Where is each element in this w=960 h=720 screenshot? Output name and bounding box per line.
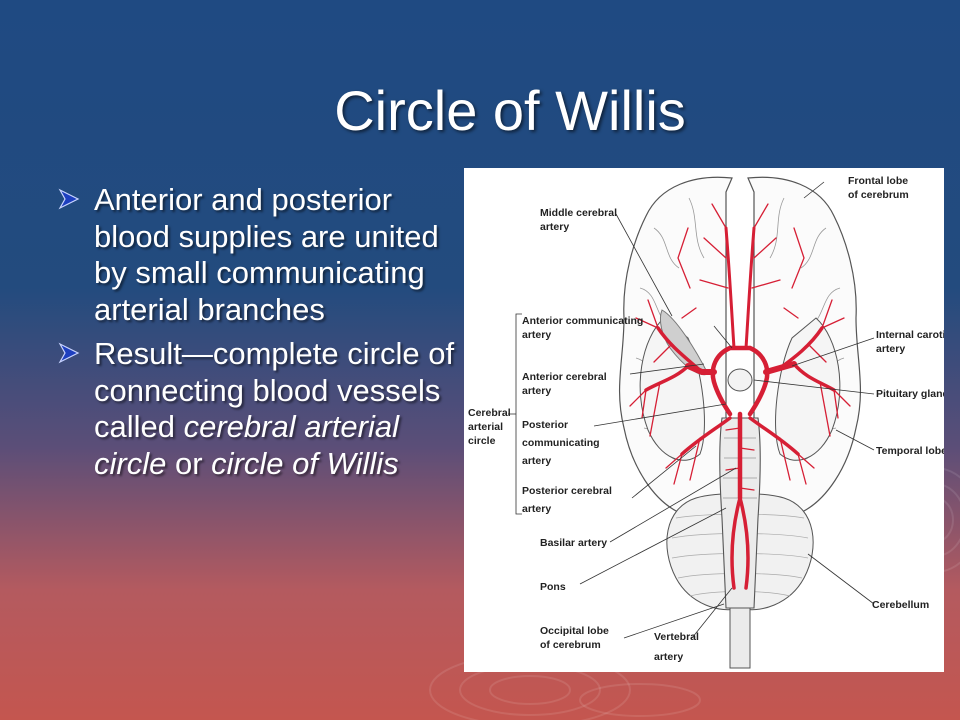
- label-anterior-communicating-2: artery: [522, 329, 551, 341]
- label-pons: Pons: [540, 581, 566, 593]
- brainstem-pons: [719, 417, 761, 609]
- bullet-text-connector: or: [166, 445, 212, 481]
- label-cerebral-arterial-circle-1: Cerebral: [468, 407, 511, 419]
- label-posterior-cerebral-1: Posterior cerebral: [522, 485, 612, 497]
- label-posterior-communicating-2: communicating: [522, 437, 600, 449]
- bullet-item: Anterior and posterior blood supplies ar…: [58, 182, 458, 328]
- left-middle-cerebral: [644, 326, 704, 392]
- label-middle-cerebral-2: artery: [540, 221, 569, 233]
- anterior-cerebral-arteries: [724, 226, 756, 350]
- bullet-text: Result—complete circle of connecting blo…: [94, 336, 458, 482]
- vertebral-arteries: [730, 496, 750, 590]
- arrowhead-bullet-icon: [58, 342, 80, 364]
- label-cerebellum: Cerebellum: [872, 599, 929, 611]
- label-temporal-lobe: Temporal lobe: [876, 445, 944, 457]
- slide-title: Circle of Willis: [334, 79, 686, 142]
- label-middle-cerebral-1: Middle cerebral: [540, 207, 617, 219]
- bullet-list: Anterior and posterior blood supplies ar…: [58, 182, 458, 490]
- label-frontal-lobe-2: of cerebrum: [848, 189, 909, 201]
- label-anterior-cerebral-2: artery: [522, 385, 551, 397]
- pituitary-gland: [727, 368, 753, 392]
- label-anterior-communicating-1: Anterior communicating: [522, 315, 643, 327]
- label-occipital-lobe-2: of cerebrum: [540, 639, 601, 651]
- spinal-cord: [729, 607, 751, 669]
- bullet-term-circle-of-willis: circle of Willis: [211, 445, 399, 481]
- bullet-term-cerebral-arterial-circle: cerebral arterial circle: [94, 409, 399, 481]
- posterior-cerebral-arteries: [680, 416, 800, 456]
- brain-diagram: Frontal lobe of cerebrum Middle cerebral…: [464, 168, 944, 672]
- bullet-text: Anterior and posterior blood supplies ar…: [94, 182, 439, 327]
- arrowhead-bullet-icon: [58, 188, 80, 210]
- brain-illustration: Frontal lobe of cerebrum Middle cerebral…: [468, 175, 944, 669]
- label-vertebral-artery-2: artery: [654, 651, 683, 663]
- label-vertebral-artery-1: Vertebral: [654, 631, 699, 643]
- label-posterior-communicating-3: artery: [522, 455, 551, 467]
- label-occipital-lobe-1: Occipital lobe: [540, 625, 609, 637]
- right-middle-cerebral: [778, 326, 836, 392]
- label-pituitary-gland: Pituitary gland: [876, 388, 944, 400]
- label-posterior-cerebral-2: artery: [522, 503, 551, 515]
- label-frontal-lobe-1: Frontal lobe: [848, 175, 908, 187]
- label-cerebral-arterial-circle-2: arterial: [468, 421, 503, 433]
- label-basilar-artery: Basilar artery: [540, 537, 607, 549]
- bullet-item: Result—complete circle of connecting blo…: [58, 336, 458, 482]
- label-posterior-communicating-1: Posterior: [522, 419, 568, 431]
- label-cerebral-arterial-circle-3: circle: [468, 435, 496, 447]
- bullet-text-prefix: Result—complete circle of connecting blo…: [94, 336, 455, 444]
- label-internal-carotid-2: artery: [876, 343, 905, 355]
- label-anterior-cerebral-1: Anterior cerebral: [522, 371, 607, 383]
- label-internal-carotid-1: Internal carotid: [876, 329, 944, 341]
